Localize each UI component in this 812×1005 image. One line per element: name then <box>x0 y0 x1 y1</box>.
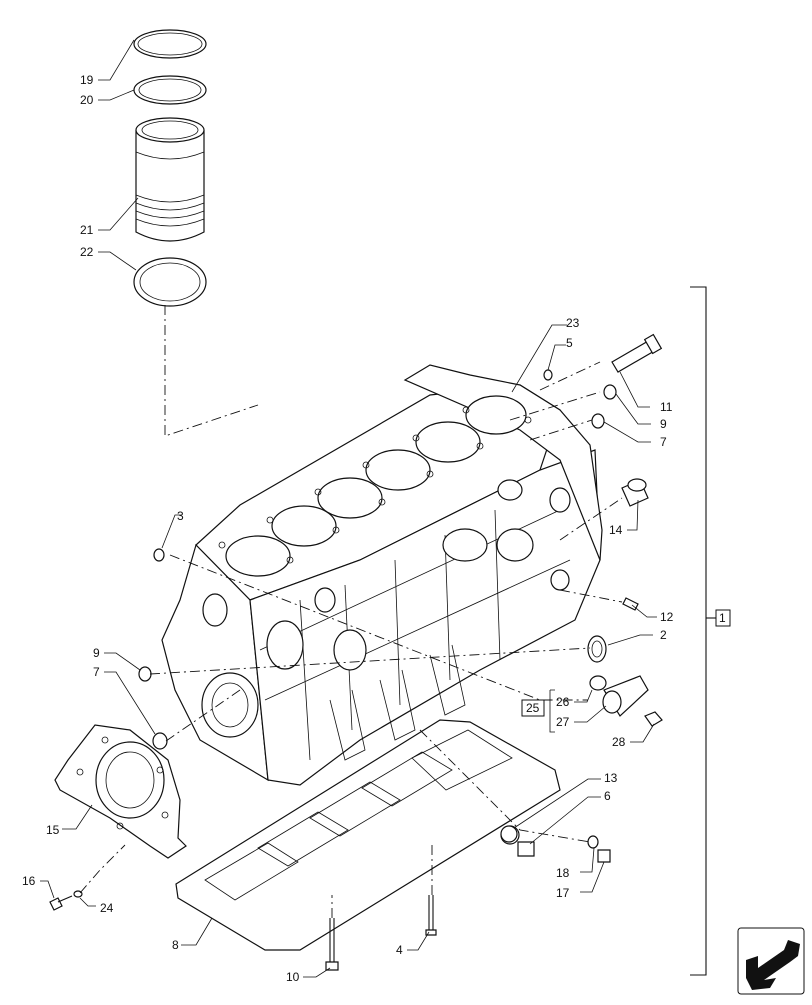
callout-14: 14 <box>609 523 623 537</box>
callout-1-box <box>715 609 731 627</box>
callout-5: 5 <box>566 336 573 350</box>
plug-7-right <box>591 413 605 429</box>
sensor-14 <box>621 478 649 507</box>
seal-ring-19 <box>133 29 207 59</box>
callout-25: 25 <box>526 701 540 715</box>
bushing-3 <box>153 548 165 562</box>
seal-ring-20 <box>133 75 207 105</box>
callout-18: 18 <box>556 866 570 880</box>
cylinder-liner-21 <box>135 117 205 242</box>
callout-11: 11 <box>660 400 673 414</box>
callout-1-label: 1 <box>719 611 726 625</box>
next-page-arrow-icon[interactable] <box>737 927 805 995</box>
callout-17: 17 <box>556 886 570 900</box>
plug-5 <box>543 369 553 381</box>
callout-24: 24 <box>100 901 114 915</box>
callout-10: 10 <box>286 970 300 984</box>
gasket-8 <box>175 719 561 951</box>
callout-20: 20 <box>80 93 94 107</box>
callout-22: 22 <box>80 245 94 259</box>
callout-13: 13 <box>604 771 618 785</box>
seal-ring-22 <box>133 257 207 307</box>
callout-21: 21 <box>80 223 94 237</box>
plug-9-left <box>138 666 152 682</box>
callout-28: 28 <box>612 735 626 749</box>
seal-housing-15 <box>54 724 187 859</box>
callout-4: 4 <box>396 943 403 957</box>
screw-16 <box>49 895 73 911</box>
callout-3: 3 <box>177 509 184 523</box>
sender-27 <box>602 675 649 717</box>
washer-18 <box>587 835 599 849</box>
callout-8: 8 <box>172 938 179 952</box>
callout-23: 23 <box>566 316 580 330</box>
screw-10 <box>325 918 339 971</box>
plug-7-left <box>152 732 168 750</box>
callout-15: 15 <box>46 823 60 837</box>
plug-17 <box>597 849 611 863</box>
callout-12: 12 <box>660 610 674 624</box>
stud-bolt-11 <box>611 333 663 373</box>
callout-27: 27 <box>556 715 570 729</box>
callout-6: 6 <box>604 789 611 803</box>
o-ring-26 <box>589 675 607 691</box>
callout-2: 2 <box>660 628 667 642</box>
bearing-2 <box>587 635 607 663</box>
washer-13 <box>500 825 518 843</box>
screw-4 <box>425 895 437 936</box>
callout-7-right: 7 <box>660 435 667 449</box>
callout-26: 26 <box>556 695 570 709</box>
callout-7-left: 7 <box>93 665 100 679</box>
callout-25-box <box>521 699 545 717</box>
plug-28 <box>644 711 663 727</box>
callout-19: 19 <box>80 73 94 87</box>
callout-9-left: 9 <box>93 646 100 660</box>
callout-9-right: 9 <box>660 417 667 431</box>
callout-16: 16 <box>22 874 36 888</box>
engine-block-23 <box>161 364 603 786</box>
plug-9-right <box>603 384 617 400</box>
